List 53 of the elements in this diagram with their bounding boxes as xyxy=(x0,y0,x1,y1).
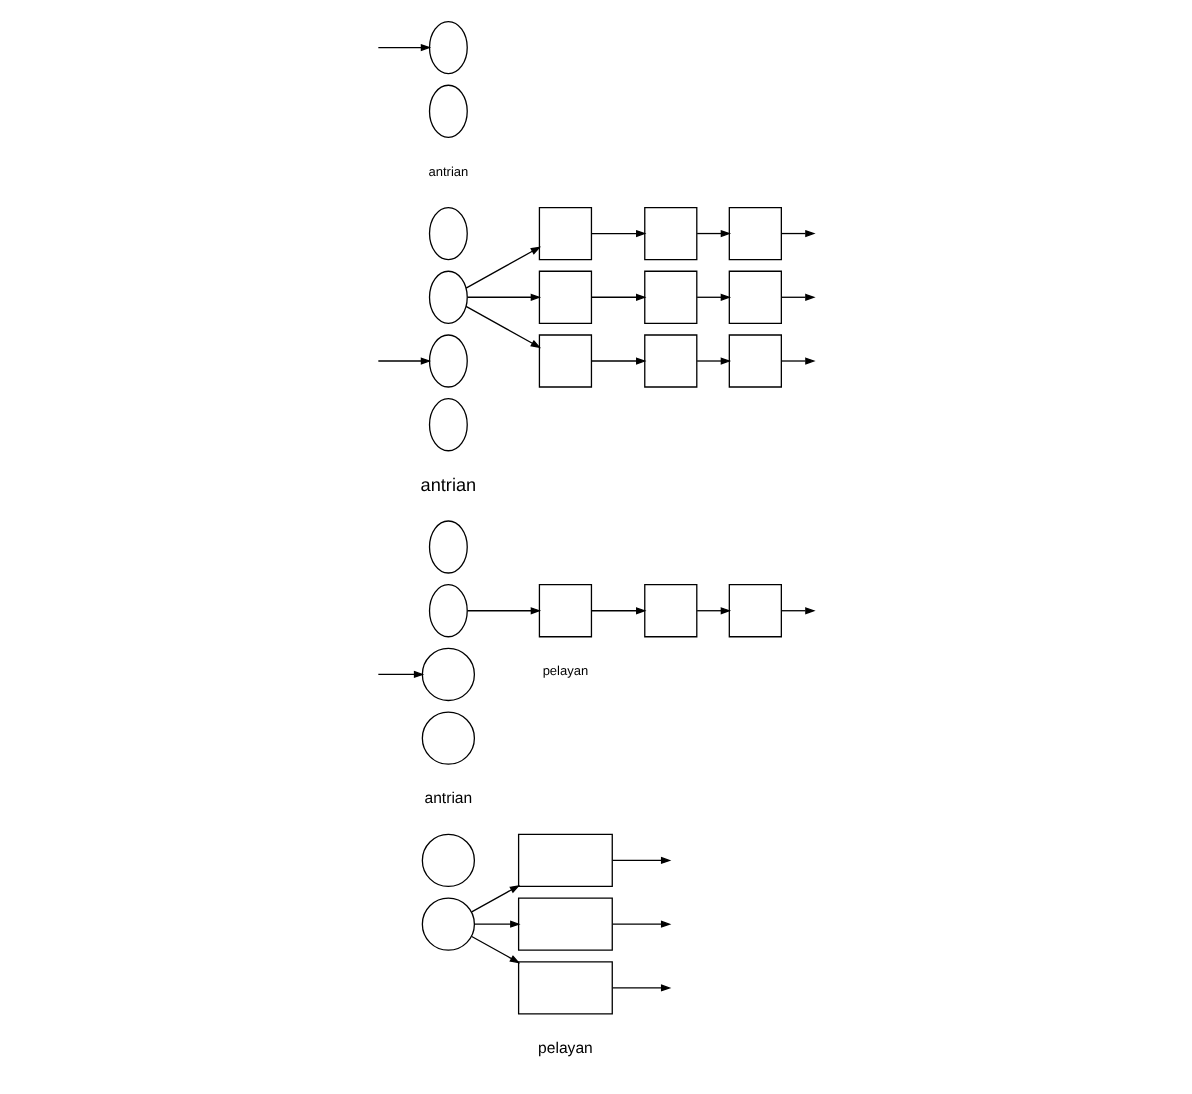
node-ellipse xyxy=(428,334,468,388)
arrow xyxy=(780,607,816,615)
arrow xyxy=(466,607,542,615)
node-circle xyxy=(421,647,476,702)
arrow xyxy=(465,246,542,289)
node-ellipse xyxy=(428,584,468,638)
node-ellipse xyxy=(428,270,468,324)
arrow xyxy=(377,670,425,679)
arrow xyxy=(590,607,647,615)
node-circle xyxy=(421,711,476,765)
node-box xyxy=(728,584,782,638)
node-box xyxy=(644,270,698,324)
node-circle xyxy=(421,897,476,951)
node-circle xyxy=(421,833,476,888)
arrow xyxy=(612,856,672,865)
arrow xyxy=(612,920,672,928)
arrow xyxy=(377,357,432,365)
node-ellipse xyxy=(428,20,468,75)
arrow xyxy=(590,293,647,301)
node-box xyxy=(728,270,782,324)
arrow xyxy=(696,293,732,301)
arrow xyxy=(465,305,542,349)
node-box xyxy=(644,334,698,388)
arrow xyxy=(780,229,816,238)
arrow xyxy=(696,607,732,615)
node-box xyxy=(517,833,613,888)
node-box xyxy=(538,270,593,324)
node-ellipse xyxy=(428,206,468,261)
arrow xyxy=(696,357,732,365)
node-box xyxy=(728,334,782,388)
arrow xyxy=(612,984,672,992)
node-box xyxy=(538,584,593,638)
arrow xyxy=(780,293,816,301)
arrow xyxy=(590,229,647,238)
arrow xyxy=(471,935,521,964)
node-ellipse xyxy=(428,398,468,452)
node-box xyxy=(644,206,698,261)
arrow xyxy=(780,357,816,365)
arrow xyxy=(590,357,647,365)
node-box xyxy=(538,206,593,261)
node-box xyxy=(728,206,782,261)
label: antrian xyxy=(420,474,477,495)
arrow xyxy=(696,229,732,238)
arrow xyxy=(466,293,542,301)
node-ellipse xyxy=(428,520,468,574)
node-box xyxy=(538,334,593,388)
node-box xyxy=(517,961,613,1015)
arrow xyxy=(377,43,432,52)
arrow xyxy=(471,884,521,913)
node-box xyxy=(517,897,613,951)
node-box xyxy=(644,584,698,638)
arrow xyxy=(473,920,521,928)
node-ellipse xyxy=(428,84,468,138)
